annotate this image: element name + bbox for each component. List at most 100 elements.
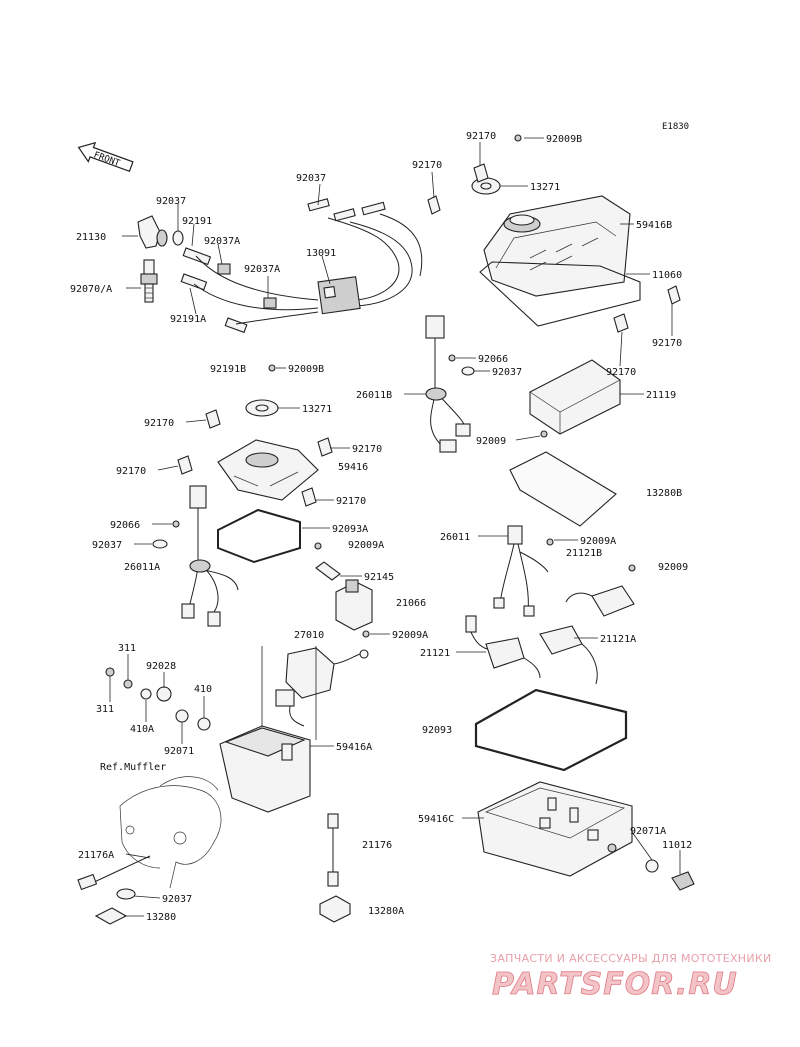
grommet-92028 — [156, 686, 172, 702]
label-21176A: 21176A — [78, 850, 114, 861]
clamp-92037-low — [116, 888, 136, 900]
nut-311-b — [123, 679, 133, 689]
label-311: 311 — [96, 704, 114, 715]
label-92037: 92037 — [492, 367, 522, 378]
label-92009A: 92009A — [580, 536, 616, 547]
sensor-21176A — [77, 855, 151, 891]
label-11060: 11060 — [652, 270, 682, 281]
label-59416B: 59416B — [636, 220, 672, 231]
label-92066: 92066 — [110, 520, 140, 531]
watermark-logo: PARTSFOR.RU — [492, 967, 738, 1002]
label-13280A: 13280A — [368, 906, 404, 917]
label-92170: 92170 — [412, 160, 442, 171]
cdi-unit-21119 — [529, 359, 621, 435]
cap-13280A — [319, 895, 351, 923]
label-26011A: 26011A — [124, 562, 160, 573]
top-cover-59416B — [483, 195, 631, 297]
label-21176: 21176 — [362, 840, 392, 851]
label-92037A: 92037A — [204, 236, 240, 247]
label-27010: 27010 — [294, 630, 324, 641]
label-92093: 92093 — [422, 725, 452, 736]
label-92009B: 92009B — [546, 134, 582, 145]
label-92037: 92037 — [162, 894, 192, 905]
label-410A: 410A — [130, 724, 154, 735]
label-26011: 26011 — [440, 532, 470, 543]
label-21066: 21066 — [396, 598, 426, 609]
label-92028: 92028 — [146, 661, 176, 672]
label-92170: 92170 — [466, 131, 496, 142]
gasket-11060 — [479, 261, 641, 327]
clip-92170-top2 — [427, 195, 441, 215]
label-92009B: 92009B — [288, 364, 324, 375]
leader-lines — [109, 137, 681, 917]
nut-311 — [105, 667, 115, 677]
coil-21121B — [565, 585, 635, 617]
label-13271: 13271 — [530, 182, 560, 193]
plate-13280B — [509, 451, 617, 527]
case-59416A — [219, 725, 311, 813]
muffler-reference — [119, 776, 222, 889]
clip-92170-right — [667, 285, 681, 305]
washer-410A — [140, 688, 152, 700]
label-92170: 92170 — [352, 444, 382, 455]
clamps-92037A — [217, 263, 277, 309]
label-92037: 92037 — [296, 173, 326, 184]
diagram-code: E1830 — [662, 122, 689, 132]
front-direction-arrow: FRONT — [77, 141, 134, 173]
label-59416A: 59416A — [336, 742, 372, 753]
label-26011B: 26011B — [356, 390, 392, 401]
label-92145: 92145 — [364, 572, 394, 583]
clip-92170-l1 — [205, 409, 221, 429]
label-92070A: 92070/A — [70, 284, 112, 295]
clip-92170-l4 — [301, 487, 317, 507]
part-labels: 92170 92009B 13271 92170 59416B 11060 92… — [70, 131, 692, 923]
bolt-92009A-b — [546, 538, 554, 546]
label-13280B: 13280B — [646, 488, 682, 499]
bolt-92009-mid — [540, 430, 548, 438]
label-92009: 92009 — [476, 436, 506, 447]
label-92191A: 92191A — [170, 314, 206, 325]
coil-21121A — [539, 625, 598, 685]
clip-92170-top — [473, 163, 489, 183]
label-92191B: 92191B — [210, 364, 246, 375]
label-92170: 92170 — [144, 418, 174, 429]
bolt-92009B-top — [514, 134, 522, 142]
clip-92170-l2 — [317, 437, 333, 457]
harness-26011 — [493, 525, 549, 617]
label-410: 410 — [194, 684, 212, 695]
label-21130: 21130 — [76, 232, 106, 243]
label-11012: 11012 — [662, 840, 692, 851]
bolt-92009B-lower — [268, 364, 276, 372]
label-13091: 13091 — [306, 248, 336, 259]
bolt-92009-b — [628, 564, 636, 572]
clip-92170-right2 — [613, 313, 629, 333]
coil-21121 — [465, 615, 541, 679]
label-92191: 92191 — [182, 216, 212, 227]
harness-26011A — [181, 485, 239, 627]
label-21119: 21119 — [646, 390, 676, 401]
cover-59416 — [217, 439, 319, 501]
label-92170: 92170 — [606, 367, 636, 378]
label-92037: 92037 — [92, 540, 122, 551]
bolt-92009A-c — [362, 630, 370, 638]
washer-410 — [197, 717, 211, 731]
label-92170: 92170 — [336, 496, 366, 507]
label-92037: 92037 — [156, 196, 186, 207]
bolt-92066 — [448, 354, 456, 362]
ref-muffler-label: Ref.Muffler — [100, 762, 166, 773]
label-21121A: 21121A — [600, 634, 636, 645]
starter-relay-27010 — [275, 647, 361, 727]
harness-26011B — [425, 315, 471, 453]
label-92009: 92009 — [658, 562, 688, 573]
label-92009A: 92009A — [392, 630, 428, 641]
clamp-92037 — [172, 230, 184, 246]
clip-92170-l3 — [177, 455, 193, 475]
gasket-92093 — [474, 688, 628, 772]
case-59416C — [477, 781, 633, 877]
spark-plug-92070 — [140, 259, 158, 303]
watermark: ЗАПЧАСТИ И АКСЕССУАРЫ ДЛЯ МОТОТЕХНИКИ PA… — [490, 952, 771, 1002]
label-13271: 13271 — [302, 404, 332, 415]
grommet-92071A — [645, 859, 659, 873]
